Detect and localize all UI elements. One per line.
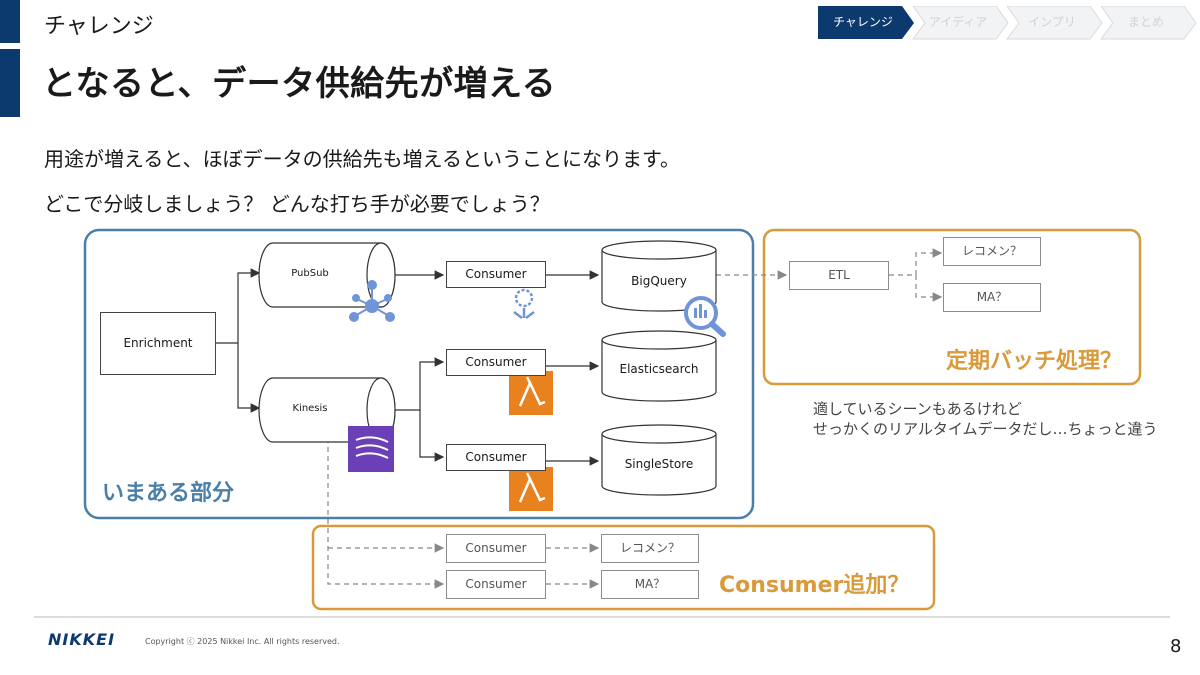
arrow-kinesis-new-consumer-2: [327, 438, 445, 589]
body-line-1: 用途が増えると、ほぼデータの供給先も増えるということになります。: [44, 147, 680, 171]
arrow-kinesis-consumer-ss: [419, 410, 445, 462]
region-consumer-label: Consumer追加？: [719, 573, 910, 598]
region-batch-border: [762, 228, 1142, 386]
step-idea[interactable]: アイディア: [928, 15, 988, 29]
elasticsearch-label: Elasticsearch: [619, 362, 699, 376]
header-accent-bar-top: [0, 0, 20, 43]
consumer-elasticsearch-box: Consumer: [446, 349, 546, 376]
pubsub-icon: [349, 280, 395, 322]
step-summary[interactable]: まとめ: [1127, 15, 1164, 29]
body-line-2: どこで分岐しましょう？ どんな打ち手が必要でしょう？: [44, 192, 550, 216]
recommend-bottom-box: レコメン？: [601, 534, 699, 563]
bigquery-icon: [684, 296, 726, 337]
step-challenge[interactable]: チャレンジ: [833, 15, 893, 29]
new-consumer-2-box: Consumer: [446, 570, 546, 599]
lambda-icon: [509, 467, 553, 511]
new-consumer-1-box: Consumer: [446, 534, 546, 563]
arrow-etl-ma: [915, 275, 943, 302]
kinesis-label: Kinesis: [292, 403, 328, 414]
pubsub-label: PubSub: [291, 268, 329, 279]
bigquery-db-shape: [601, 240, 717, 312]
pubsub-queue-shape: [258, 242, 396, 308]
progress-steps: [818, 6, 1197, 40]
bigquery-label: BigQuery: [631, 274, 687, 288]
step-shape-2: [912, 6, 1009, 40]
slide-title: となると、データ供給先が増える: [42, 64, 557, 104]
note-line-2: せっかくのリアルタイムデータだし…ちょっと違う: [813, 420, 1158, 438]
region-current-label: いまある部分: [102, 481, 235, 506]
step-shape-3: [1006, 6, 1103, 40]
arrow-kinesis-consumer-es: [395, 357, 445, 411]
ma-bottom-box: MA？: [601, 570, 699, 599]
singlestore-db-shape: [601, 424, 717, 496]
etl-box: ETL: [789, 261, 889, 290]
copyright-text: Copyright ⓒ 2025 Nikkei Inc. All rights …: [145, 637, 340, 646]
step-shape-1: [818, 6, 914, 39]
elasticsearch-db-shape: [601, 330, 717, 402]
recommend-top-box: レコメン？: [943, 237, 1041, 266]
singlestore-label: SingleStore: [624, 457, 694, 471]
page-number: 8: [1170, 636, 1182, 657]
nikkei-logo: NIKKEI: [48, 630, 116, 649]
step-implementation[interactable]: インプリ: [1028, 15, 1076, 29]
arrow-enrichment-pubsub: [216, 268, 261, 344]
header-accent-bar-bottom: [0, 49, 20, 117]
consumer-singlestore-box: Consumer: [446, 444, 546, 471]
consumer-pubsub-box: Consumer: [446, 261, 546, 288]
step-shape-4: [1100, 6, 1197, 40]
region-current-border: [83, 228, 755, 520]
lambda-icon: [509, 371, 553, 415]
region-batch-label: 定期バッチ処理？: [946, 349, 1123, 374]
region-consumer-border: [311, 524, 936, 611]
kinesis-icon: [348, 426, 394, 472]
section-label: チャレンジ: [44, 14, 154, 39]
arrow-etl-recommend: [889, 248, 943, 276]
note-line-1: 適しているシーンもあるけれど: [813, 400, 1022, 418]
enrichment-box: Enrichment: [100, 312, 216, 375]
ma-top-box: MA？: [943, 283, 1041, 312]
arrow-enrichment-kinesis: [237, 343, 261, 413]
